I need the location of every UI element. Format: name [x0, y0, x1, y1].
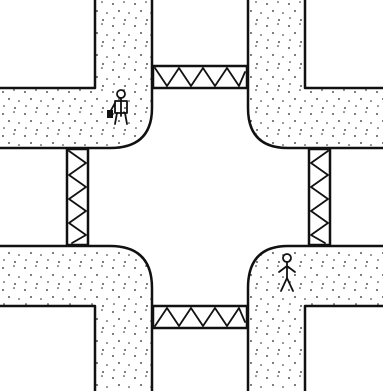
crosswalk-east [309, 149, 330, 245]
sidewalk-top-right [248, 0, 383, 148]
crosswalk-south [153, 306, 247, 328]
building-edge-bottom-left [0, 306, 95, 391]
building-edge-top-right [305, 0, 383, 88]
crosswalk-north [153, 66, 247, 88]
sidewalk-top-left [0, 0, 152, 148]
crosswalk-west [67, 149, 88, 245]
building-edge-top-left [0, 0, 95, 88]
sidewalk-bottom-right [248, 246, 383, 391]
building-edge-bottom-right [305, 306, 383, 391]
sidewalk-bottom-left [0, 246, 152, 391]
